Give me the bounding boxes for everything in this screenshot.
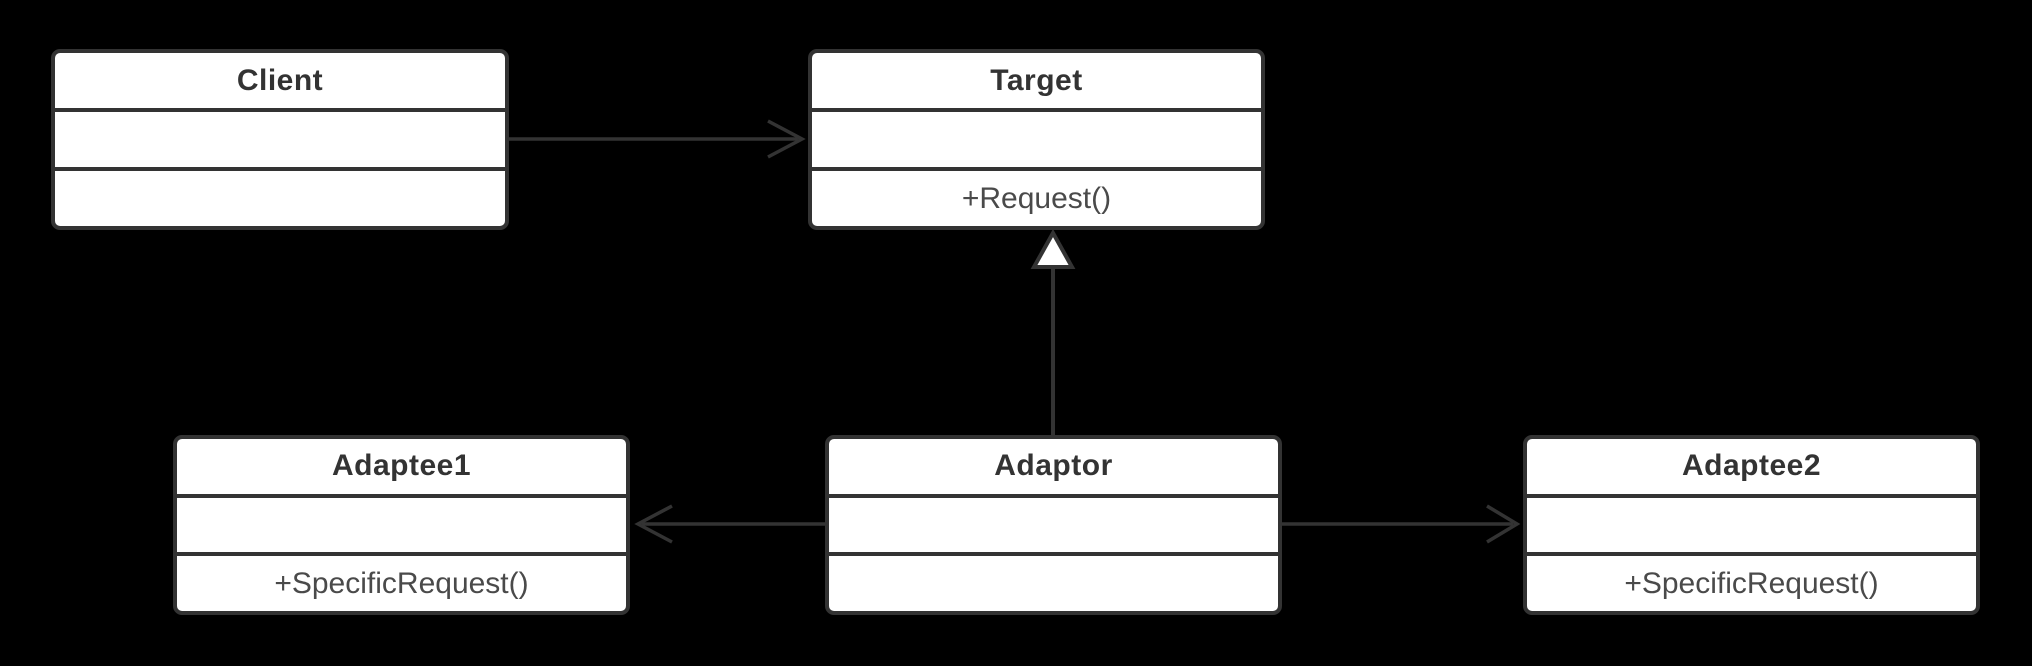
methods-compartment: +SpecificRequest() [177, 552, 626, 611]
class-name-label: Target [990, 63, 1083, 97]
hollow-triangle-arrowhead [1030, 228, 1076, 269]
open-arrowhead [634, 504, 673, 544]
association-arrow-client-target[interactable] [509, 119, 806, 159]
methods-text: +SpecificRequest() [1624, 566, 1879, 600]
attributes-compartment [1527, 493, 1976, 553]
class-box-adaptor[interactable]: Adaptor [825, 435, 1282, 615]
methods-text: +SpecificRequest() [274, 566, 529, 600]
class-title-compartment: Adaptor [829, 439, 1278, 494]
class-box-adaptee1[interactable]: Adaptee1 +SpecificRequest() [173, 435, 630, 615]
class-title-compartment: Adaptee2 [1527, 439, 1976, 494]
class-box-client[interactable]: Client [51, 49, 509, 230]
class-box-target[interactable]: Target +Request() [808, 49, 1265, 230]
methods-compartment: +Request() [812, 167, 1261, 226]
methods-text: +Request() [961, 181, 1112, 215]
class-name-label: Adaptee1 [331, 449, 472, 483]
methods-compartment [829, 552, 1278, 611]
methods-compartment [55, 167, 505, 226]
open-arrowhead [1486, 504, 1521, 544]
class-title-compartment: Client [55, 53, 505, 108]
class-name-label: Adaptor [994, 449, 1113, 483]
association-arrow-adaptor-adaptee1[interactable] [634, 504, 825, 544]
generalization-arrow-adaptor-target[interactable] [1030, 228, 1076, 437]
open-arrowhead [767, 119, 806, 159]
class-title-compartment: Adaptee1 [177, 439, 626, 494]
attributes-compartment [812, 108, 1261, 167]
class-box-adaptee2[interactable]: Adaptee2 +SpecificRequest() [1523, 435, 1980, 615]
class-name-label: Adaptee2 [1681, 449, 1822, 483]
attributes-compartment [829, 493, 1278, 553]
association-arrow-adaptor-adaptee2[interactable] [1282, 504, 1521, 544]
attributes-compartment [177, 493, 626, 553]
class-title-compartment: Target [812, 53, 1261, 108]
methods-compartment: +SpecificRequest() [1527, 552, 1976, 611]
class-name-label: Client [236, 63, 324, 97]
attributes-compartment [55, 108, 505, 167]
